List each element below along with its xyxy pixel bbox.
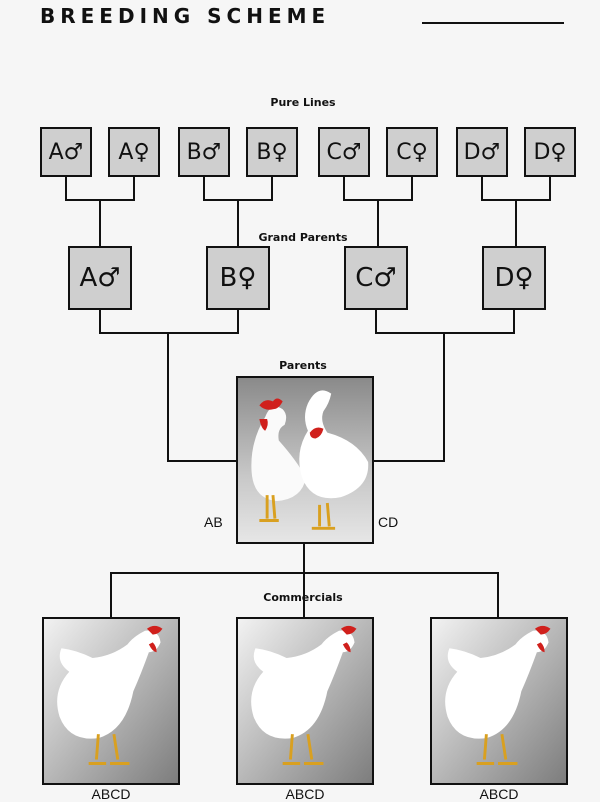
pure-line-d-female: D♀ xyxy=(524,127,576,177)
pure-line-c-male: C♂ xyxy=(318,127,370,177)
parents-photo xyxy=(236,376,374,544)
connector xyxy=(110,572,112,618)
grand-parent-c-male: C♂ xyxy=(344,246,408,310)
pure-line-c-female: C♀ xyxy=(386,127,438,177)
connector xyxy=(497,572,499,618)
connector xyxy=(375,310,377,333)
connector xyxy=(203,176,205,200)
connector xyxy=(513,310,515,333)
pure-line-a-male: A♂ xyxy=(40,127,92,177)
connector xyxy=(343,176,345,200)
grand-parent-a-male: A♂ xyxy=(68,246,132,310)
grand-parent-d-female: D♀ xyxy=(482,246,546,310)
pure-line-a-female: A♀ xyxy=(108,127,160,177)
parents-code-right: CD xyxy=(378,514,399,530)
connector xyxy=(443,332,445,462)
connector xyxy=(65,176,67,200)
grand-parent-b-female: B♀ xyxy=(206,246,270,310)
page-title: BREEDING SCHEME xyxy=(40,4,331,28)
commercial-photo xyxy=(430,617,568,785)
connector xyxy=(167,332,169,462)
connector xyxy=(303,543,305,573)
connector xyxy=(411,176,413,200)
connector xyxy=(167,460,237,462)
pure-line-d-male: D♂ xyxy=(456,127,508,177)
commercial-photo xyxy=(236,617,374,785)
commercial-photo xyxy=(42,617,180,785)
parents-code-left: AB xyxy=(204,514,223,530)
connector xyxy=(481,176,483,200)
commercial-code: ABCD xyxy=(479,786,519,802)
connector xyxy=(237,199,239,246)
connector xyxy=(271,176,273,200)
connector xyxy=(377,199,379,246)
label-grand-parents: Grand Parents xyxy=(256,231,350,244)
connector xyxy=(373,460,445,462)
connector xyxy=(99,310,101,333)
connector xyxy=(549,176,551,200)
connector xyxy=(375,332,515,334)
label-parents: Parents xyxy=(277,359,329,372)
connector xyxy=(99,332,239,334)
title-underline xyxy=(422,22,564,24)
commercial-code: ABCD xyxy=(285,786,325,802)
commercial-code: ABCD xyxy=(91,786,131,802)
pure-line-b-female: B♀ xyxy=(246,127,298,177)
connector xyxy=(237,310,239,333)
connector xyxy=(515,199,517,246)
connector xyxy=(133,176,135,200)
connector xyxy=(303,572,305,618)
label-pure-lines: Pure Lines xyxy=(268,96,338,109)
connector xyxy=(99,199,101,246)
pure-line-b-male: B♂ xyxy=(178,127,230,177)
